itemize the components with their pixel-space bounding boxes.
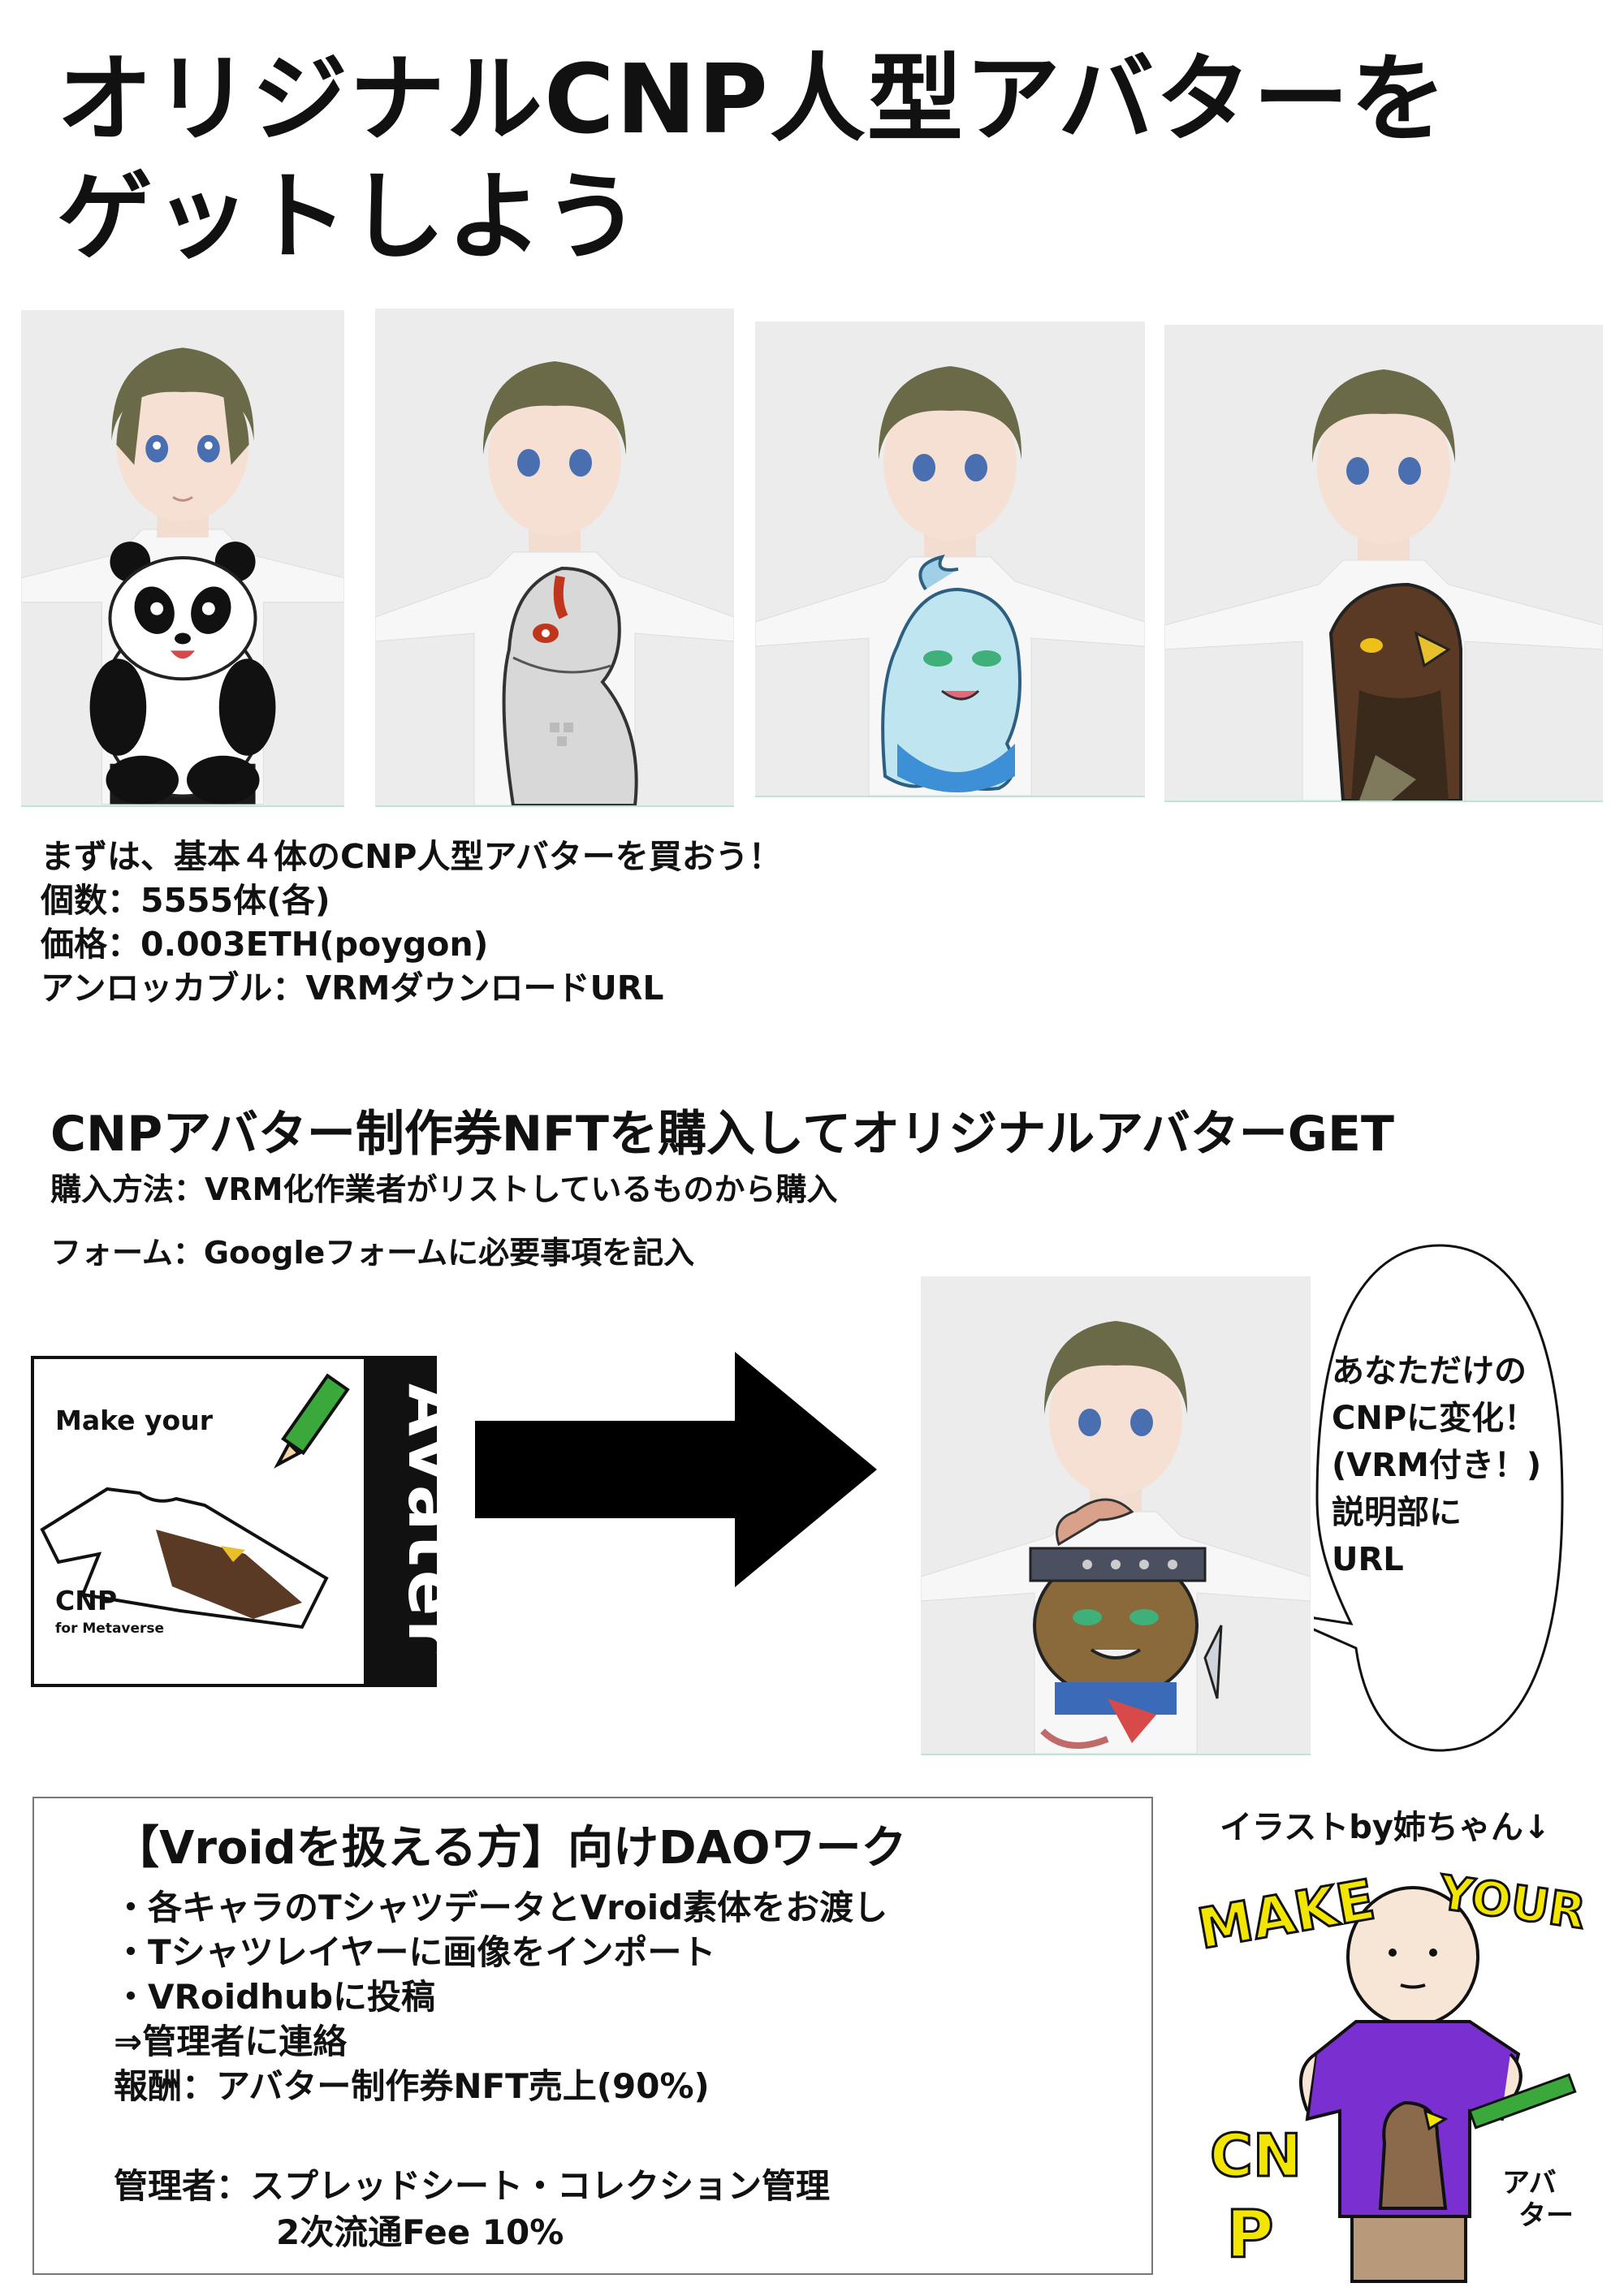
title-line-1: オリジナルCNP人型アバターを xyxy=(57,43,1449,155)
purchase-heading: CNPアバター制作券NFTを購入してオリジナルアバターGET xyxy=(50,1106,1394,1163)
arrow-right-icon xyxy=(475,1352,877,1587)
bubble-line-3: (VRM付き！) xyxy=(1332,1447,1542,1484)
ticket-for-metaverse: for Metaverse xyxy=(55,1621,165,1637)
dao-list: ・各キャラのTシャツデータとVroid素体をお渡し ・Tシャツレイヤーに画像をイ… xyxy=(114,1885,888,2108)
dao-manager-line-2: 2次流通Fee 10% xyxy=(276,2212,564,2252)
avatar-photo-ghost xyxy=(755,322,1145,797)
svg-text:ター: ター xyxy=(1518,2199,1574,2232)
panda-print xyxy=(89,542,276,805)
page-title: オリジナルCNP人型アバターを ゲットしよう xyxy=(57,41,1448,276)
ticket-make-your: Make your xyxy=(55,1405,213,1436)
intro-line-4: アンロッカブル：VRMダウンロードURL xyxy=(41,969,664,1008)
ticket-side-band xyxy=(364,1359,434,1684)
svg-text:CN: CN xyxy=(1210,2121,1302,2190)
illustration-caption: イラストby姉ちゃん↓ xyxy=(1220,1809,1551,1846)
bubble-line-1: あなただけの xyxy=(1332,1353,1527,1390)
dao-item-5: 報酬：アバター制作券NFT売上(90%) xyxy=(114,2066,710,2106)
avatar-photo-snake xyxy=(375,309,734,807)
purchase-method: 購入方法：VRM化作業者がリストしているものから購入 xyxy=(50,1172,838,1207)
dao-item-4: ⇒管理者に連絡 xyxy=(114,2022,348,2061)
pencil-icon xyxy=(274,1373,350,1469)
hand-drawn-illustration: MAKE YOUR CN P アバ ター xyxy=(1192,1863,1600,2290)
purchase-form: フォーム：Googleフォームに必要事項を記入 xyxy=(50,1235,695,1271)
speech-bubble xyxy=(1314,1244,1564,1752)
dao-heading: 【Vroidを扱える方】向けDAOワーク xyxy=(114,1822,907,1875)
intro-line-2: 個数：5555体(各) xyxy=(41,881,330,920)
dao-work-box xyxy=(32,1797,1153,2275)
avatar-photo-panda xyxy=(21,310,344,807)
avatar-photo-original xyxy=(921,1276,1311,1755)
dao-manager-line-1: 管理者：スプレッドシート・コレクション管理 xyxy=(114,2166,831,2206)
snake-print xyxy=(502,566,638,805)
ghost-print xyxy=(881,555,1021,792)
ninja-print xyxy=(1029,1498,1223,1749)
dao-item-2: ・Tシャツレイヤーに画像をインポート xyxy=(114,1932,716,1972)
intro-text: まずは、基本４体のCNP人型アバターを買おう！ 個数：5555体(各) 価格：0… xyxy=(41,835,782,1010)
svg-text:P: P xyxy=(1226,2197,1274,2272)
eagle-print xyxy=(1328,582,1462,801)
tshirt-icon xyxy=(40,1487,329,1629)
svg-text:アバ: アバ xyxy=(1502,2167,1557,2199)
title-line-2: ゲットしよう xyxy=(57,161,642,273)
bubble-line-4: 説明部に xyxy=(1332,1494,1462,1531)
ticket-side-label: Avater xyxy=(393,1383,473,1657)
intro-line-3: 価格：0.003ETH(poygon) xyxy=(41,925,489,964)
bubble-line-2: CNPに変化！ xyxy=(1332,1400,1537,1437)
bubble-line-5: URL xyxy=(1332,1541,1404,1578)
avatar-ticket-card: Avater Make your CNP for Metaverse xyxy=(31,1356,473,1687)
ticket-cnp: CNP xyxy=(55,1585,118,1616)
intro-line-1: まずは、基本４体のCNP人型アバターを買おう！ xyxy=(41,837,782,876)
avatar-photo-eagle xyxy=(1164,325,1603,802)
dao-item-3: ・VRoidhubに投稿 xyxy=(114,1977,436,2017)
dao-item-1: ・各キャラのTシャツデータとVroid素体をお渡し xyxy=(114,1888,888,1927)
bubble-text: あなただけの CNPに変化！ (VRM付き！) 説明部に URL xyxy=(1332,1348,1541,1583)
